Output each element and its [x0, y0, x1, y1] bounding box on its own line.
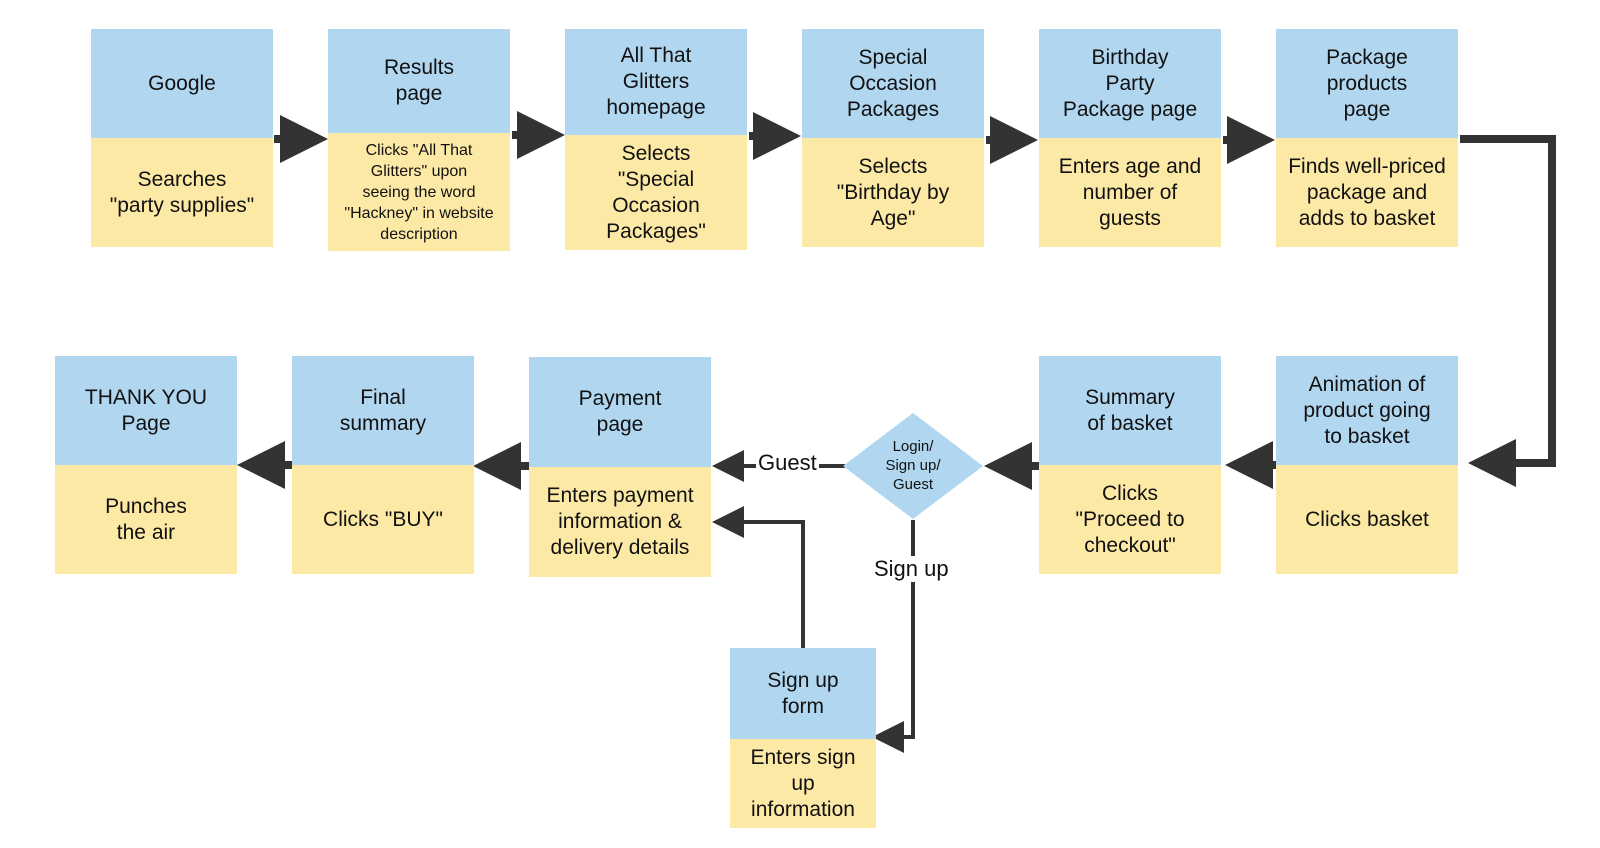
screen-label: Animation of product going to basket — [1276, 356, 1458, 465]
arrow-signupform-payment — [712, 506, 805, 648]
node-homepage: All That Glitters homepage Selects "Spec… — [565, 29, 747, 250]
action-label: Enters age and number of guests — [1039, 138, 1221, 247]
edge-label-guest: Guest — [756, 450, 819, 476]
node-products: Package products page Finds well-priced … — [1276, 29, 1458, 247]
action-label: Clicks "Proceed to checkout" — [1039, 465, 1221, 574]
action-label: Selects "Special Occasion Packages" — [565, 135, 747, 250]
arrow-decision-signup — [872, 520, 915, 753]
action-label: Enters payment information & delivery de… — [529, 467, 711, 577]
node-summary: Summary of basket Clicks "Proceed to che… — [1039, 356, 1221, 574]
screen-label: Special Occasion Packages — [802, 29, 984, 138]
screen-label: THANK YOU Page — [55, 356, 237, 465]
action-label: Searches "party supplies" — [91, 138, 273, 247]
screen-label: Google — [91, 29, 273, 138]
node-animation: Animation of product going to basket Cli… — [1276, 356, 1458, 574]
decision-diamond — [843, 413, 983, 519]
action-label: Clicks basket — [1276, 465, 1458, 574]
node-special: Special Occasion Packages Selects "Birth… — [802, 29, 984, 247]
screen-label: Birthday Party Package page — [1039, 29, 1221, 138]
node-final: Final summary Clicks "BUY" — [292, 356, 474, 574]
node-thankyou: THANK YOU Page Punches the air — [55, 356, 237, 574]
decision-label: Login/ Sign up/ Guest — [885, 438, 941, 493]
screen-label: Payment page — [529, 357, 711, 467]
screen-label: Package products page — [1276, 29, 1458, 138]
edge-label-signup: Sign up — [872, 556, 951, 582]
arrow-products-animation — [1460, 135, 1556, 487]
action-label: Selects "Birthday by Age" — [802, 138, 984, 247]
node-results: Results page Clicks "All That Glitters" … — [328, 29, 510, 251]
node-google: Google Searches "party supplies" — [91, 29, 273, 247]
action-label: Finds well-priced package and adds to ba… — [1276, 138, 1458, 247]
screen-label: Results page — [328, 29, 510, 133]
node-payment: Payment page Enters payment information … — [529, 357, 711, 577]
node-birthday: Birthday Party Package page Enters age a… — [1039, 29, 1221, 247]
screen-label: Sign up form — [730, 648, 876, 739]
action-label: Enters sign up information — [730, 739, 876, 828]
action-label: Punches the air — [55, 465, 237, 574]
action-label: Clicks "BUY" — [292, 465, 474, 574]
screen-label: Summary of basket — [1039, 356, 1221, 465]
action-label: Clicks "All That Glitters" upon seeing t… — [328, 133, 510, 251]
node-signupform: Sign up form Enters sign up information — [730, 648, 876, 828]
screen-label: Final summary — [292, 356, 474, 465]
screen-label: All That Glitters homepage — [565, 29, 747, 135]
